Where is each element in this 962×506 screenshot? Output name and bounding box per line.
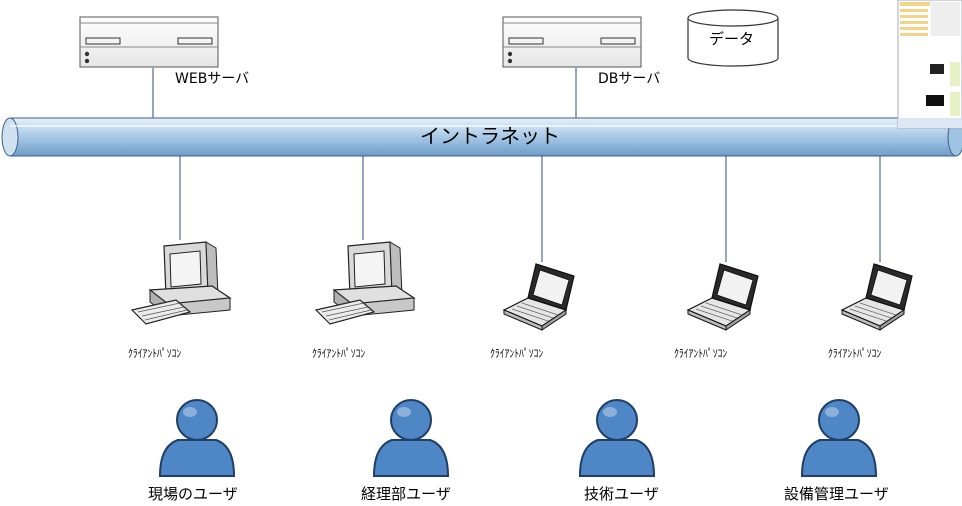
laptop-icon [502, 263, 575, 331]
app-screenshot-thumbnail [897, 0, 962, 129]
client-label: ｸﾗｲｱﾝﾄﾊﾟｿｺﾝ [828, 347, 882, 360]
database-label: データ [709, 30, 755, 48]
client-label: ｸﾗｲｱﾝﾄﾊﾟｿｺﾝ [490, 347, 544, 360]
desktop-pc-icon [130, 241, 232, 325]
intranet-pipe [1, 117, 962, 157]
user-label: 設備管理ユーザ [784, 485, 889, 503]
laptop-icon [686, 263, 759, 331]
user-label: 技術ユーザ [584, 485, 659, 503]
laptop-icon [840, 263, 913, 331]
web-server-label: WEBサーバ [175, 71, 250, 87]
desktop-pc-icon [314, 241, 416, 325]
user-icon [800, 399, 878, 477]
client-label: ｸﾗｲｱﾝﾄﾊﾟｿｺﾝ [312, 347, 366, 360]
database-cylinder-icon [687, 9, 779, 67]
db-server-label: DBサーバ [598, 71, 661, 87]
client-label: ｸﾗｲｱﾝﾄﾊﾟｿｺﾝ [128, 347, 182, 360]
user-icon [372, 399, 450, 477]
network-label: イントラネット [420, 124, 560, 148]
user-icon [158, 399, 236, 477]
client-label: ｸﾗｲｱﾝﾄﾊﾟｿｺﾝ [674, 347, 728, 360]
web-server-icon [79, 16, 219, 68]
user-label: 現場のユーザ [148, 485, 238, 503]
user-label: 経理部ユーザ [361, 485, 451, 503]
db-server-icon [502, 16, 642, 68]
user-icon [578, 399, 656, 477]
